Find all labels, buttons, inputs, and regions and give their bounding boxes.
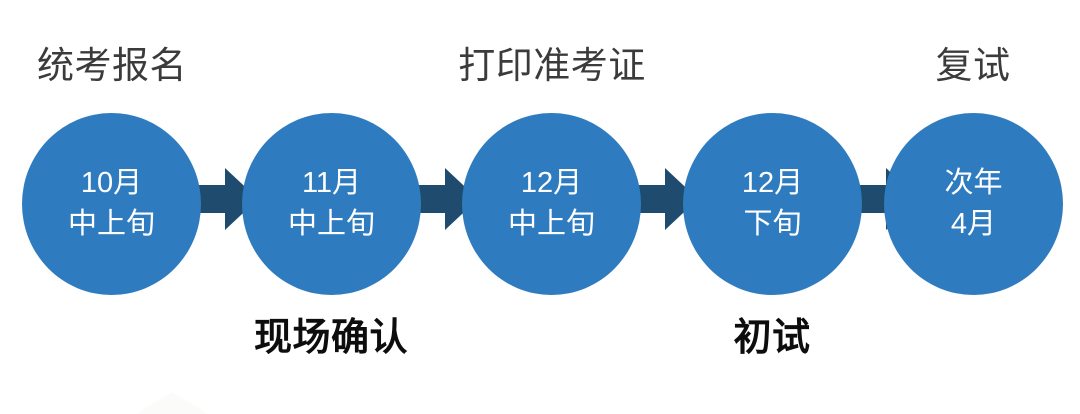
stage-label-above-5: 复试 [935, 45, 1011, 86]
timeline-node-1[interactable]: 10月 中上旬 [22, 113, 201, 295]
node-2-line-1: 11月 [301, 167, 362, 199]
timeline-node-5[interactable]: 次年 4月 [884, 113, 1063, 295]
node-5-line-2: 4月 [950, 208, 997, 240]
timeline-node-4[interactable]: 12月 下旬 [683, 113, 862, 295]
stage-label-above-1: 统考报名 [37, 45, 187, 86]
flow-arrow-1 [184, 168, 258, 230]
node-5-line-1: 次年 [944, 167, 1003, 199]
timeline-node-2[interactable]: 11月 中上旬 [242, 113, 421, 295]
node-1-line-1: 10月 [80, 167, 143, 199]
stage-label-below-2: 现场确认 [253, 317, 408, 359]
node-3-line-2: 中上旬 [507, 208, 595, 240]
stage-label-below-4: 初试 [733, 317, 811, 359]
node-4-line-1: 12月 [741, 167, 804, 199]
flow-arrow-2 [404, 168, 478, 230]
arrow-right-icon [184, 168, 258, 230]
timeline-node-3[interactable]: 12月 中上旬 [462, 113, 641, 295]
arrow-right-icon [624, 168, 698, 230]
node-4-line-2: 下旬 [743, 208, 802, 240]
stage-label-above-3: 打印准考证 [458, 45, 646, 86]
flow-arrow-3 [624, 168, 698, 230]
node-2-line-2: 中上旬 [287, 208, 375, 240]
arrow-right-icon [404, 168, 478, 230]
node-3-line-1: 12月 [520, 167, 583, 199]
decorative-triangle [96, 392, 248, 414]
node-1-line-2: 中上旬 [67, 208, 155, 240]
